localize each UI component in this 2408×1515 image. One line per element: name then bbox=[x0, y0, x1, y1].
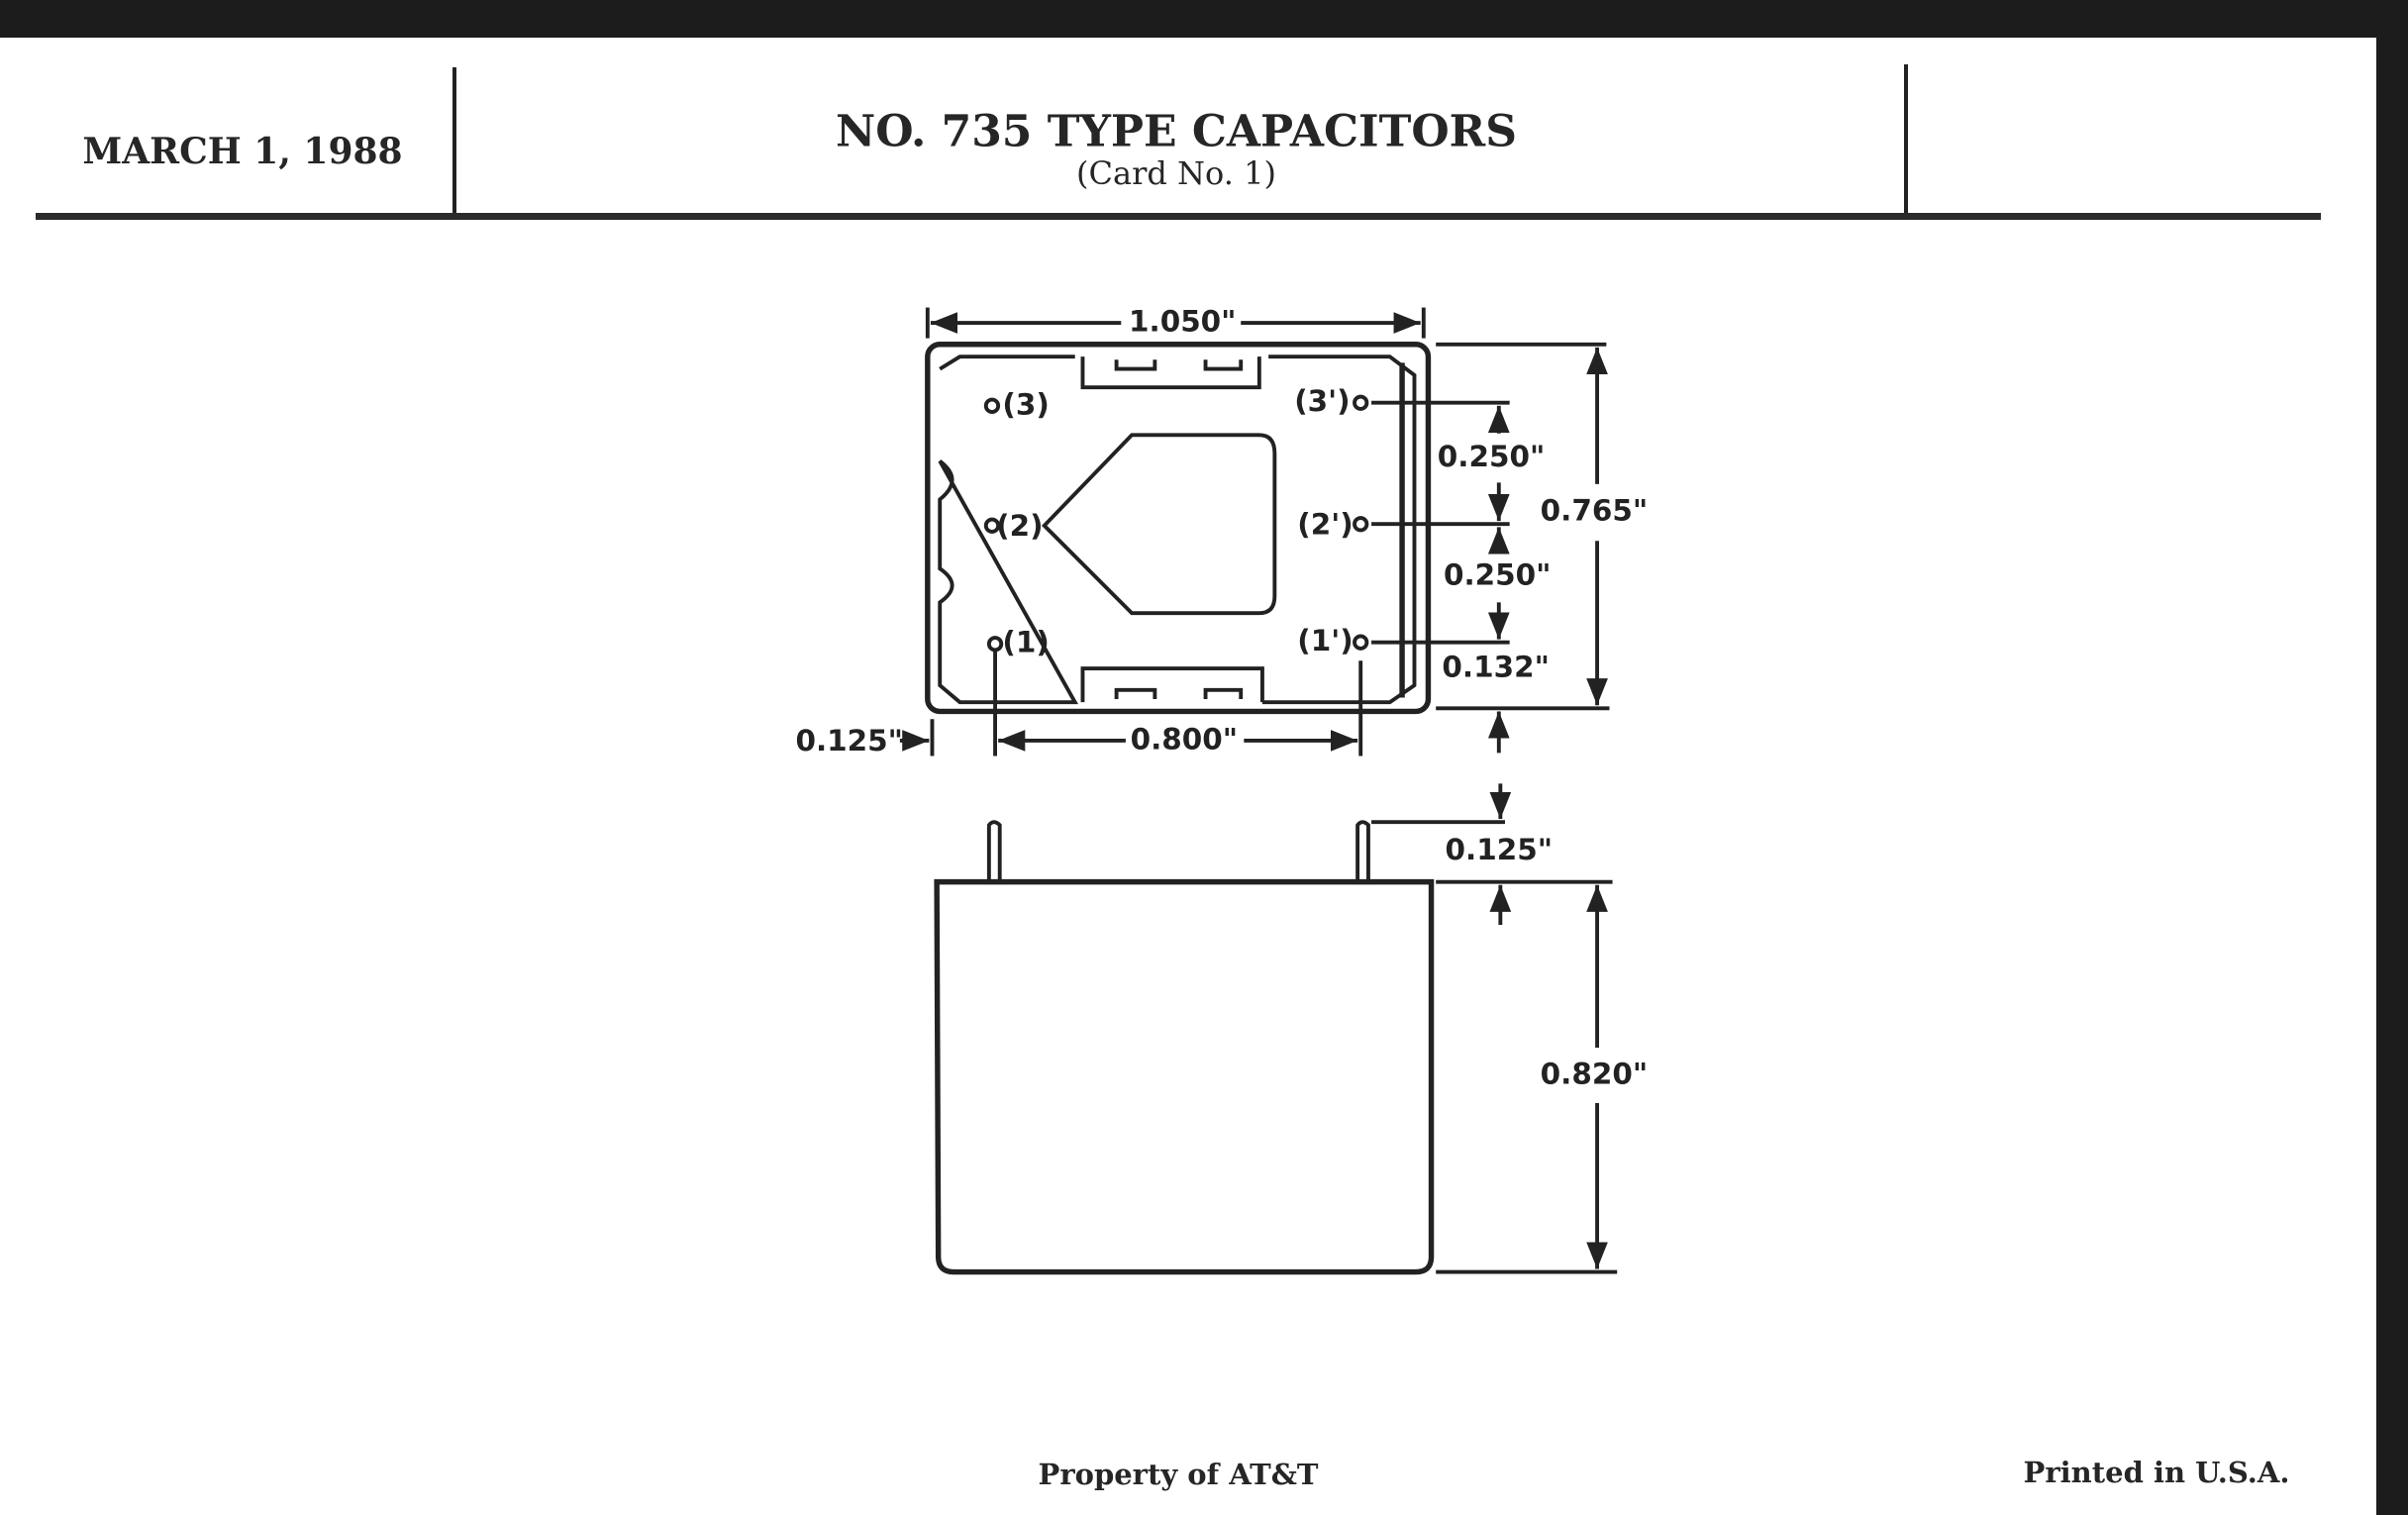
header-divider-left bbox=[452, 67, 456, 216]
terminal-label-2: (2) bbox=[996, 509, 1043, 543]
dim-depth: 0.765" bbox=[1541, 493, 1649, 527]
dim-width: 1.050" bbox=[1129, 305, 1237, 339]
dim-pitch-lower: 0.250" bbox=[1444, 557, 1552, 591]
dim-height: 0.820" bbox=[1541, 1058, 1649, 1091]
case-outline bbox=[925, 342, 1432, 715]
header-divider-right bbox=[1904, 64, 1908, 216]
bottom-tab bbox=[1080, 666, 1264, 703]
dim-terminal-span: 0.800" bbox=[1131, 722, 1239, 756]
top-tab bbox=[1080, 356, 1261, 390]
dim-pin-length: 0.125" bbox=[1446, 833, 1554, 866]
header-rule bbox=[36, 213, 2321, 220]
terminal-pins bbox=[986, 820, 1370, 882]
terminal-label-3p: (3') bbox=[1294, 384, 1350, 418]
card-number: (Card No. 1) bbox=[1076, 154, 1276, 192]
scan-border-right bbox=[2376, 0, 2408, 1515]
terminal-label-2p: (2') bbox=[1297, 507, 1353, 541]
terminal-label-1p: (1') bbox=[1297, 624, 1353, 657]
terminal-label-1: (1) bbox=[1002, 626, 1049, 659]
pentagon-label-area bbox=[1041, 433, 1277, 616]
case-side-outline bbox=[934, 878, 1435, 1275]
scan-border-top bbox=[0, 0, 2408, 38]
card-date: MARCH 1, 1988 bbox=[82, 131, 403, 172]
inner-panel bbox=[938, 354, 1417, 705]
dim-left-offset: 0.125" bbox=[795, 724, 903, 758]
page-title: NO. 735 TYPE CAPACITORS bbox=[835, 106, 1518, 157]
side-view: 0.125" 0.820" bbox=[934, 783, 1649, 1275]
dim-pitch-upper: 0.250" bbox=[1438, 440, 1546, 473]
top-view: (3) (2) (1) (3') (2') (1') 1.050" 0.765"… bbox=[795, 305, 1648, 758]
terminal-holes bbox=[983, 394, 1369, 653]
footer-property: Property of AT&T bbox=[1038, 1458, 1319, 1491]
footer-printed: Printed in U.S.A. bbox=[2023, 1456, 2290, 1489]
dim-edge-offset: 0.132" bbox=[1442, 651, 1550, 684]
terminal-label-3: (3) bbox=[1002, 387, 1049, 421]
